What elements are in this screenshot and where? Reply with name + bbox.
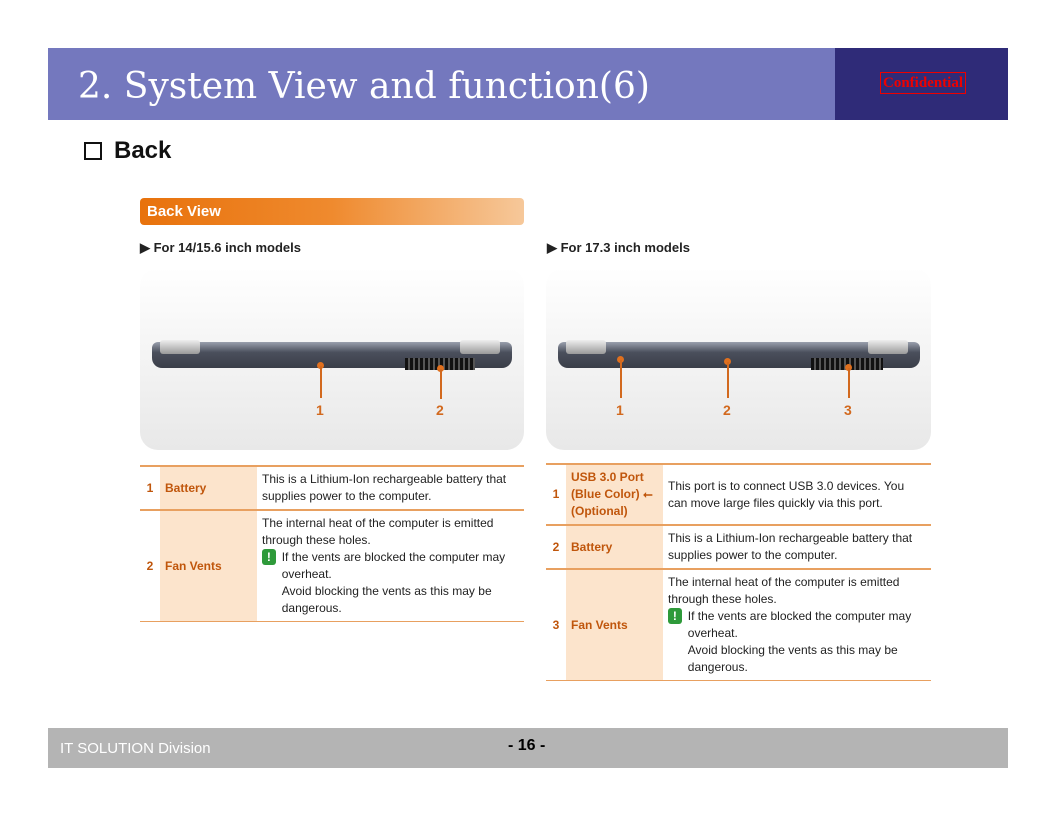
row-num: 2 (546, 524, 566, 570)
page-title: 2. System View and function(6) (78, 66, 650, 107)
callout-2: 2 (436, 402, 444, 418)
row-desc: The internal heat of the computer is emi… (257, 509, 524, 622)
row-num: 1 (140, 465, 160, 511)
section-heading: Back (84, 137, 171, 165)
row-label: USB 3.0 Port (Blue Color) ⭠ (Optional) (566, 463, 663, 526)
row-num: 1 (546, 463, 566, 526)
row-num: 2 (140, 509, 160, 622)
confidential-label: Confidential (880, 72, 967, 94)
laptop-image-14-15: 1 2 (140, 268, 524, 450)
callout-1: 1 (316, 402, 324, 418)
right-subtitle: ▶ For 17.3 inch models (547, 240, 690, 255)
callout-2: 2 (723, 402, 731, 418)
row-label: Battery (566, 524, 663, 570)
back-view-banner: Back View (140, 198, 524, 225)
left-subtitle: ▶ For 14/15.6 inch models (140, 240, 301, 255)
warning-text: If the vents are blocked the computer ma… (687, 609, 912, 674)
section-title: Back (114, 137, 172, 164)
desc-text: The internal heat of the computer is emi… (262, 516, 494, 547)
row-desc: The internal heat of the computer is emi… (663, 568, 931, 681)
row-desc: This is a Lithium-Ion rechargeable batte… (663, 524, 931, 570)
warning-icon: ! (668, 608, 682, 624)
callout-3: 3 (844, 402, 852, 418)
row-desc: This is a Lithium-Ion rechargeable batte… (257, 465, 524, 511)
footer-division: IT SOLUTION Division (60, 740, 211, 757)
callout-1: 1 (616, 402, 624, 418)
row-label: Fan Vents (566, 568, 663, 681)
row-num: 3 (546, 568, 566, 681)
footer-bar (48, 728, 1008, 768)
warning-text: If the vents are blocked the computer ma… (281, 550, 506, 615)
checkbox-bullet-icon (84, 142, 102, 160)
header-bar (48, 48, 835, 120)
page-number: - 16 - (508, 737, 546, 754)
row-label: Fan Vents (160, 509, 257, 622)
laptop-image-17: 1 2 3 (546, 268, 931, 450)
row-desc: This port is to connect USB 3.0 devices.… (663, 463, 931, 526)
header-accent (835, 48, 1008, 120)
desc-text: The internal heat of the computer is emi… (668, 575, 900, 606)
row-label: Battery (160, 465, 257, 511)
warning-icon: ! (262, 549, 276, 565)
